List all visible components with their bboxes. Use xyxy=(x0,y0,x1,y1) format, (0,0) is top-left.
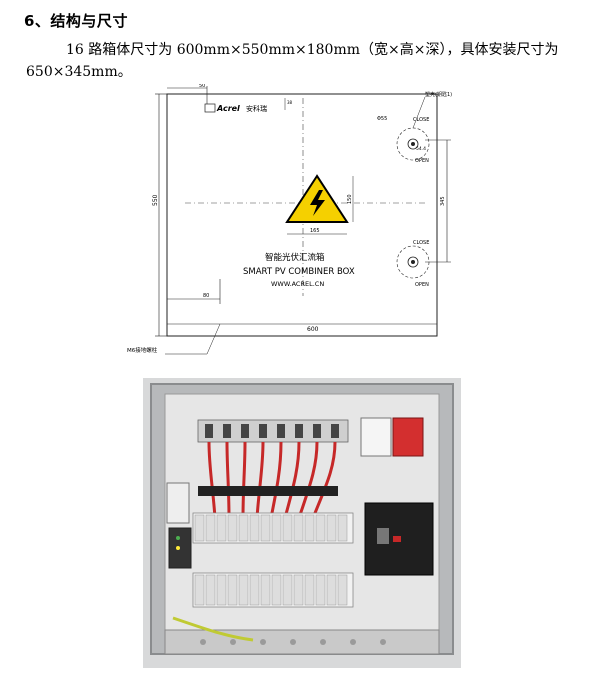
drawing-website: WWW.ACREL.CN xyxy=(271,280,324,288)
section-heading: 6、结构与尺寸 xyxy=(24,12,128,30)
monitoring-modules xyxy=(166,482,192,569)
bottom-lock-open: OPEN xyxy=(415,282,429,288)
hole-size: Φ55 xyxy=(377,116,387,122)
paragraph-text: 16 路箱体尺寸为 600mm×550mm×180mm（宽×高×深），具体安装尺… xyxy=(26,42,559,80)
dim-left-bottom: 80 xyxy=(203,293,209,299)
high-voltage-warning-icon xyxy=(285,174,349,223)
ground-wire xyxy=(172,616,254,642)
dim-sign-height: 150 xyxy=(347,194,353,204)
logo-cn: 安科瑞 xyxy=(246,104,267,113)
fuse-holder-row-lower xyxy=(192,572,354,608)
dim-width: 600 xyxy=(307,326,319,333)
bottom-lock-close: CLOSE xyxy=(413,240,429,246)
callout-gland: 塑壳(钥匙1) xyxy=(425,91,452,98)
top-lock-open: OPEN xyxy=(415,158,429,164)
dim-sign-width: 165 xyxy=(310,228,320,234)
logo-brand: Acrel xyxy=(216,104,240,113)
drawing-title-cn: 智能光伏汇流箱 xyxy=(265,252,325,263)
section-paragraph: 16 路箱体尺寸为 600mm×550mm×180mm（宽×高×深），具体安装尺… xyxy=(26,39,586,83)
bus-bar xyxy=(198,486,338,496)
surge-protector xyxy=(360,417,424,457)
dimension-drawing: 50 Acrel 安科瑞 38 550 600 80 165 150 智能光伏汇… xyxy=(127,84,452,355)
top-lock: CLOSE OPEN 54.4 Φ55 xyxy=(377,116,429,164)
acrel-logo: Acrel 安科瑞 xyxy=(204,103,267,113)
dim-height: 550 xyxy=(152,194,159,206)
lock-offset: 54.4 xyxy=(416,146,426,152)
enclosure-outline xyxy=(166,93,438,337)
red-dc-wires xyxy=(207,441,337,519)
dim-top-small: 38 xyxy=(287,100,293,105)
dc-circuit-breaker xyxy=(364,502,434,576)
top-lock-close: CLOSE xyxy=(413,117,429,123)
fuse-holder-row-upper xyxy=(192,512,354,544)
drawing-title-en: SMART PV COMBINER BOX xyxy=(243,267,355,277)
bottom-lock: CLOSE OPEN xyxy=(396,240,429,288)
combiner-box-photo xyxy=(143,378,461,668)
callout-grounding: M6接地螺柱 xyxy=(127,346,158,354)
dim-mount: 345 xyxy=(440,196,446,206)
bottom-gland-plate xyxy=(164,629,440,655)
input-fuse-terminals xyxy=(197,419,349,443)
dim-top-offset: 50 xyxy=(199,84,205,89)
